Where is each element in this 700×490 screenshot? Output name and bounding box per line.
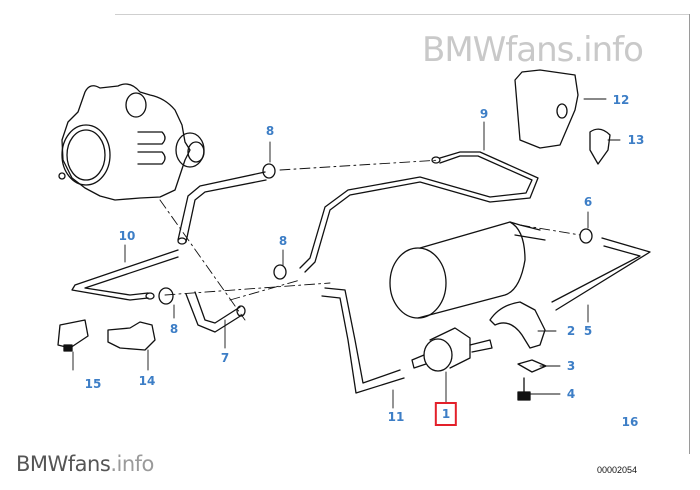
bolt-4-illustration <box>517 377 531 401</box>
diagram-frame-right <box>689 14 690 454</box>
vent-valve-1-illustration <box>411 327 493 372</box>
expanding-rivet-13-illustration <box>589 128 611 165</box>
hose-clamp-illustration <box>158 163 593 305</box>
callout-8[interactable]: 8 <box>265 124 275 138</box>
diagram-id: 00002054 <box>597 465 638 475</box>
callout-6[interactable]: 6 <box>583 195 593 209</box>
hose-5-illustration <box>551 237 651 311</box>
callout-9[interactable]: 9 <box>479 107 489 121</box>
watermark-suffix: .info <box>110 452 154 476</box>
callout-8[interactable]: 8 <box>169 322 179 336</box>
callout-4[interactable]: 4 <box>566 387 576 401</box>
formed-hose-7-illustration <box>185 291 246 333</box>
watermark-top: BMWfans.info <box>422 30 644 70</box>
leader-lines <box>72 98 621 409</box>
carbon-canister-illustration <box>389 221 546 319</box>
throttle-housing-illustration <box>58 83 205 201</box>
callout-16[interactable]: 16 <box>621 415 639 429</box>
callout-12[interactable]: 12 <box>612 93 630 107</box>
callout-3[interactable]: 3 <box>566 359 576 373</box>
callout-8[interactable]: 8 <box>278 234 288 248</box>
holder-12-illustration <box>514 69 579 149</box>
callout-5[interactable]: 5 <box>583 324 593 338</box>
assembly-guide-lines <box>159 159 581 321</box>
bracket-2-illustration <box>489 301 546 349</box>
vent-line-9-illustration <box>299 151 539 273</box>
watermark-bottom: BMWfans.info <box>16 452 154 476</box>
callout-13[interactable]: 13 <box>627 133 645 147</box>
callout-10[interactable]: 10 <box>118 229 136 243</box>
diagram-frame-top <box>115 14 690 15</box>
watermark-brand: BMWfans <box>16 452 111 476</box>
callout-2[interactable]: 2 <box>566 324 576 338</box>
callout-15[interactable]: 15 <box>84 377 102 391</box>
hose-illustration <box>177 171 267 245</box>
callout-11[interactable]: 11 <box>387 410 405 424</box>
callout-1[interactable]: 1 <box>434 402 458 426</box>
callout-14[interactable]: 14 <box>138 374 156 388</box>
bracket-14-illustration <box>107 321 156 351</box>
hose-11-illustration <box>321 287 405 394</box>
vent-line-10-illustration <box>71 249 179 301</box>
callout-7[interactable]: 7 <box>220 351 230 365</box>
holder-15-illustration <box>57 319 89 352</box>
